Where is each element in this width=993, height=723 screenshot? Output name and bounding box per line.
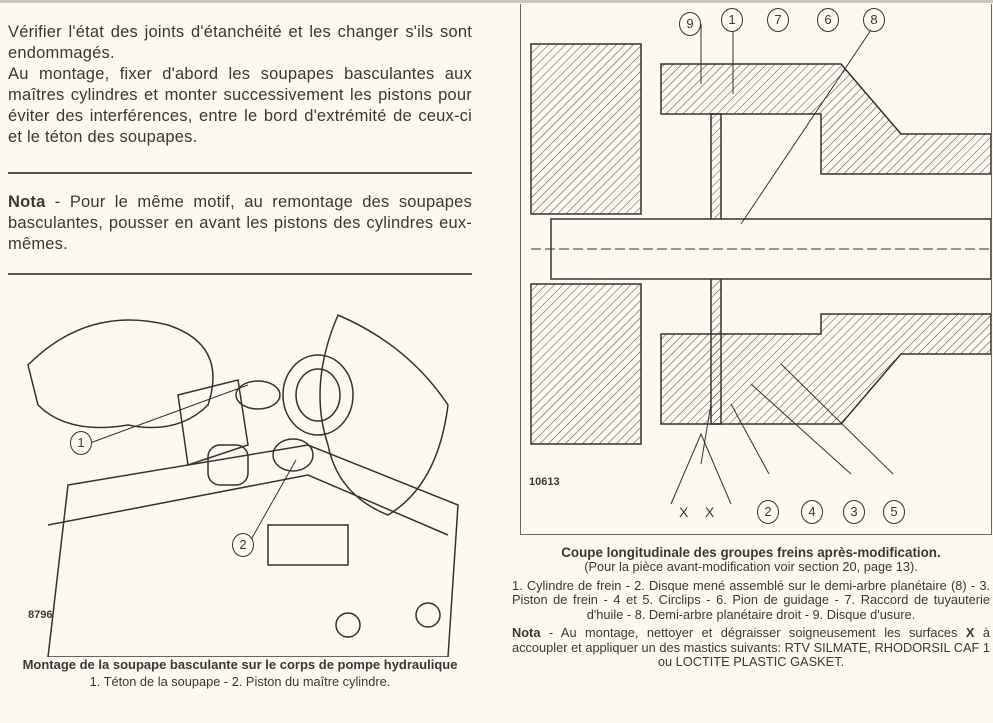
- callout-1: 1: [721, 8, 743, 32]
- nota-label: Nota: [512, 625, 541, 640]
- figure-caption-legend: 1. Téton de la soupape - 2. Piston du ma…: [89, 674, 391, 689]
- nota-text: - Pour le même motif, au remontage des s…: [8, 193, 472, 253]
- left-column: Vérifier l'état des joints d'étanchéité …: [8, 6, 472, 690]
- brake-cross-section-drawing: [530, 23, 991, 505]
- callout-3: 3: [843, 500, 865, 524]
- figure-caption-title: Coupe longitudinale des groupes freins a…: [561, 545, 941, 560]
- callout-9: 9: [679, 12, 701, 36]
- divider: [8, 172, 472, 174]
- divider: [8, 273, 472, 275]
- callout-4: 4: [801, 500, 823, 524]
- brake-section-illustration: 9 1 7 6 8 2 4 3 5 X X 10613: [520, 4, 992, 535]
- nota-paragraph: Nota - Au montage, nettoyer et dégraisse…: [512, 625, 990, 670]
- figure-caption-title: Montage de la soupape basculante sur le …: [22, 657, 458, 672]
- surface-x-label: X: [965, 625, 975, 640]
- callout-8: 8: [863, 8, 885, 32]
- paragraph-joints: Vérifier l'état des joints d'étanchéité …: [8, 23, 472, 62]
- x-mark: X: [705, 504, 715, 520]
- nota-paragraph: Nota - Pour le même motif, au remontage …: [8, 192, 472, 255]
- paragraph-montage: Au montage, fixer d'abord les soupapes b…: [8, 65, 472, 146]
- nota-label: Nota: [8, 193, 46, 211]
- page-top-edge: [0, 0, 993, 3]
- figure-number: 10613: [529, 476, 560, 488]
- callout-2: 2: [757, 500, 779, 524]
- right-column: 9 1 7 6 8 2 4 3 5 X X 10613 Coupe longit…: [512, 0, 992, 670]
- callout-5: 5: [883, 500, 905, 524]
- callout-7: 7: [767, 8, 789, 32]
- callout-6: 6: [817, 8, 839, 32]
- nota-text: à accoupler et appliquer un des mastics …: [512, 625, 990, 669]
- nota-text: - Au montage, nettoyer et dégraisser soi…: [540, 625, 966, 640]
- figure-caption-subtitle: (Pour la pièce avant-modification voir s…: [584, 559, 918, 574]
- pump-drawing: [27, 314, 459, 657]
- callout-2: 2: [232, 533, 254, 557]
- figure-number: 8796: [28, 609, 53, 621]
- pump-valve-illustration: 1 2 8796: [8, 285, 472, 657]
- x-mark: X: [679, 504, 689, 520]
- callout-1: 1: [70, 431, 92, 455]
- figure-legend: 1. Cylindre de frein - 2. Disque mené as…: [512, 577, 990, 622]
